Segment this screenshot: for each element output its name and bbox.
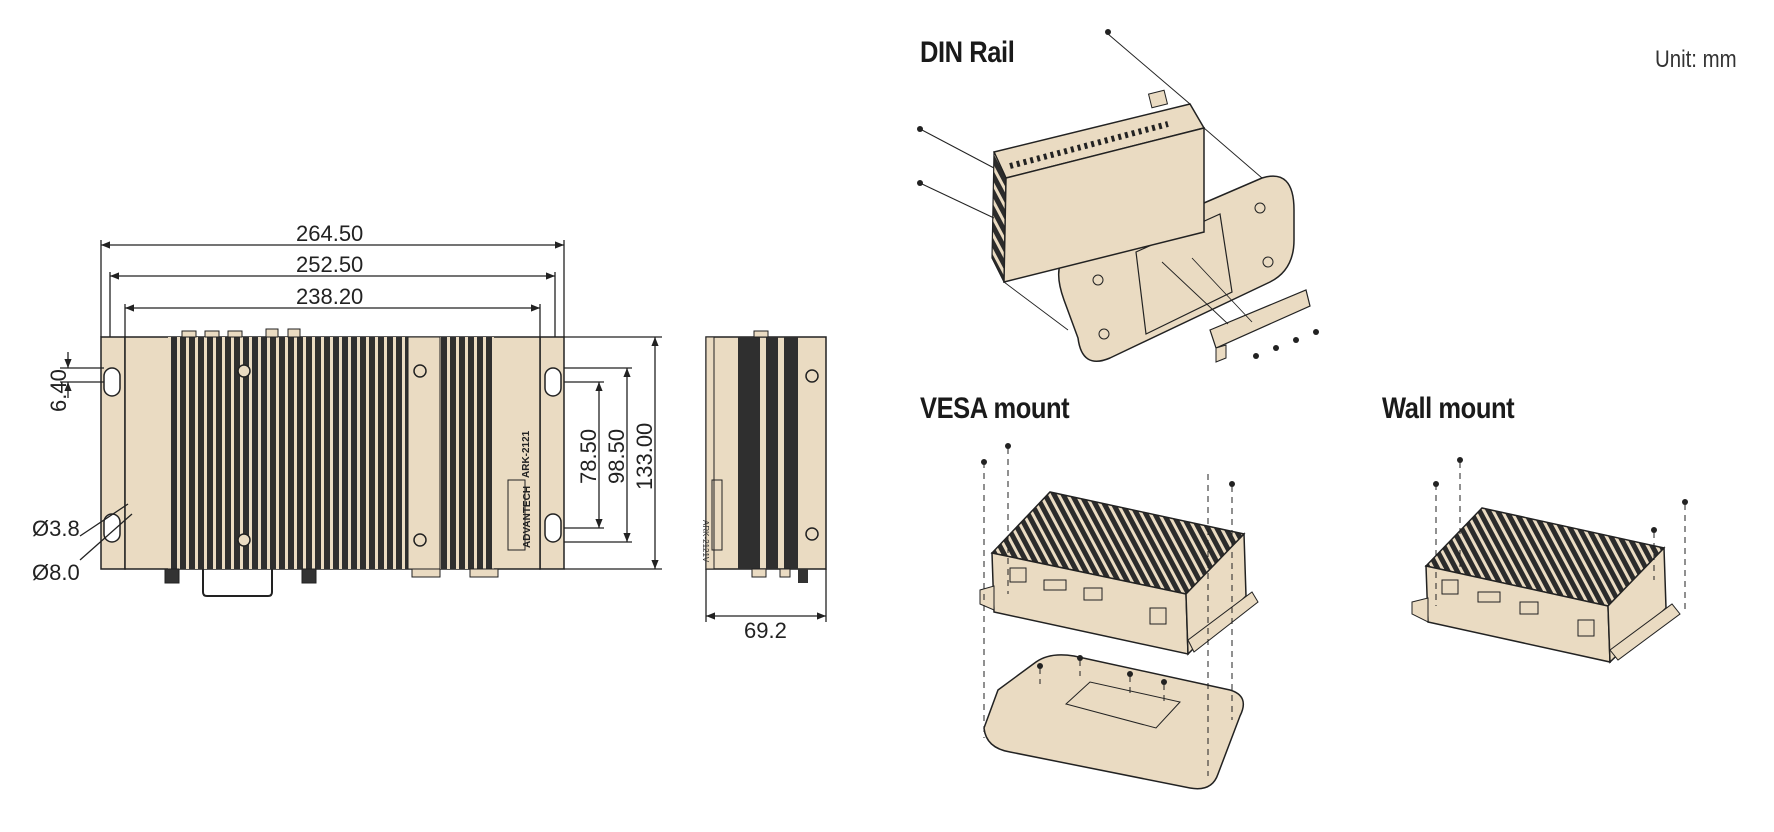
wall-mount-illustration (1411, 457, 1688, 664)
mount-slot (544, 513, 562, 543)
mount-slot (103, 367, 121, 397)
side-model-label: ARK-2121V (701, 520, 710, 563)
dim-slot-offset: 6.40 (46, 369, 71, 412)
dim-height-overall: 133.00 (632, 422, 657, 490)
title-wall-mount: Wall mount (1382, 392, 1515, 425)
din-rail-illustration (917, 29, 1319, 363)
dim-hole-small: Ø3.8 (32, 516, 80, 541)
dim-slot-pitch: 78.50 (576, 428, 601, 484)
vesa-mount-illustration (979, 443, 1259, 790)
title-din-rail: DIN Rail (920, 36, 1015, 69)
dim-height-inner: 98.50 (604, 428, 629, 484)
dim-hole-large: Ø8.0 (32, 560, 80, 585)
dim-depth: 69.2 (744, 618, 787, 643)
title-vesa-mount: VESA mount (920, 392, 1070, 425)
dim-width-overall: 264.50 (296, 221, 364, 246)
mount-slot (544, 367, 562, 397)
model-label: ARK-2121 (521, 430, 532, 478)
side-dimensions (705, 569, 827, 622)
dim-width-mount: 252.50 (296, 252, 364, 277)
unit-label: Unit: mm (1655, 46, 1737, 73)
heatsink-fins (168, 337, 408, 569)
dim-width-body: 238.20 (296, 284, 364, 309)
front-dimensions (60, 240, 662, 570)
brand-logo-text: ADVANTECH (522, 485, 533, 548)
front-view (100, 328, 565, 597)
side-view (705, 330, 827, 583)
heatsink-fins (440, 337, 494, 569)
